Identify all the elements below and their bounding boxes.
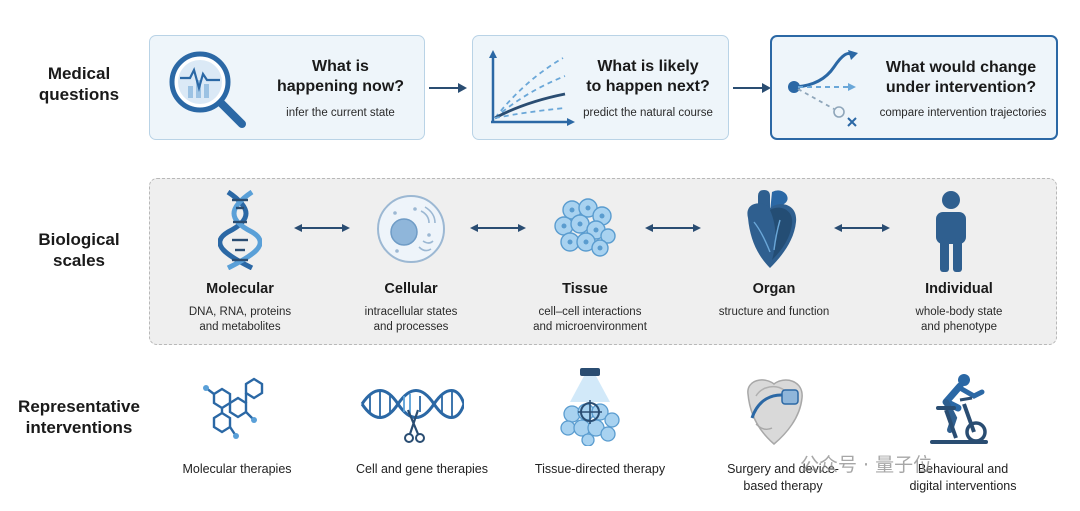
targeted-tissue-icon <box>560 368 620 446</box>
intervention-label-tissue: Tissue-directed therapy <box>534 462 666 476</box>
scale-arrow-1 <box>294 224 350 232</box>
question-arrow-2 <box>733 83 771 93</box>
dna-scissors-icon <box>360 389 464 443</box>
scale-name-cellular: Cellular <box>384 281 438 297</box>
question-subtitle-likely: predict the natural course <box>583 107 713 119</box>
scale-desc-organ: structure and function <box>718 306 830 318</box>
question-subtitle-intervention: compare intervention trajectories <box>879 107 1047 119</box>
biological-scales-panel <box>149 178 1057 345</box>
heart-device-icon <box>747 379 803 445</box>
cell-icon <box>377 195 445 263</box>
molecule-icon <box>203 377 264 439</box>
tissue-icon <box>554 198 616 257</box>
dna-icon <box>218 190 262 270</box>
question-subtitle-current: infer the current state <box>286 107 395 119</box>
scale-name-organ: Organ <box>752 281 796 297</box>
intervention-label-molecular: Molecular therapies <box>182 462 292 476</box>
intervention-label-surgery-device: Surgery and device-based therapy <box>727 462 839 493</box>
scale-name-individual: Individual <box>925 281 993 297</box>
heart-icon <box>747 190 797 268</box>
exercise-bike-icon <box>930 374 988 444</box>
scale-name-molecular: Molecular <box>206 281 274 297</box>
scale-name-tissue: Tissue <box>562 281 608 297</box>
scale-arrow-2 <box>470 224 526 232</box>
scale-arrow-4 <box>834 224 890 232</box>
scale-arrow-3 <box>645 224 701 232</box>
branching-trajectory-icon <box>788 50 858 127</box>
magnifier-monitor-icon <box>169 51 246 128</box>
trajectory-chart-icon <box>489 50 575 126</box>
intervention-label-cell-gene: Cell and gene therapies <box>355 462 489 476</box>
person-icon <box>936 191 966 272</box>
watermark: 公众号 · 量子位 <box>800 454 933 476</box>
question-arrow-1 <box>429 83 467 93</box>
